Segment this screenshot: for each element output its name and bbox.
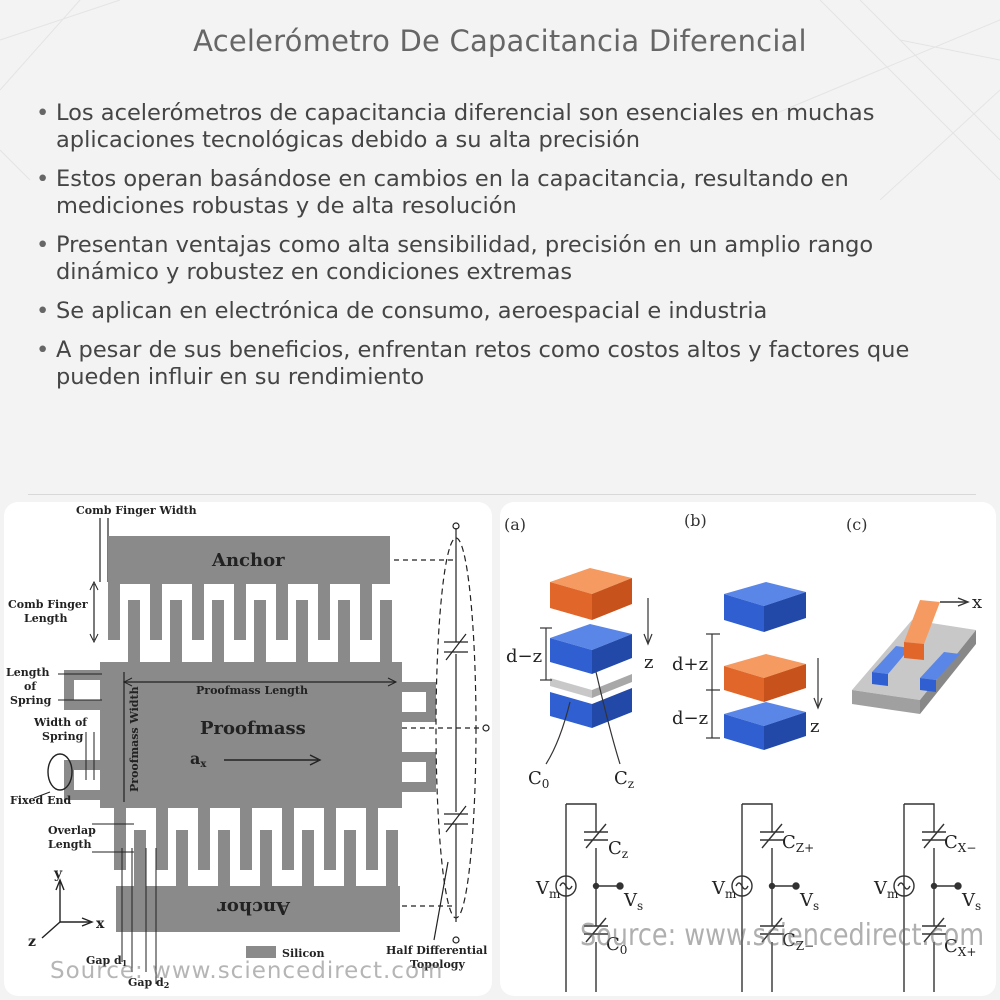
label-comb-finger-length-2: Length [24, 612, 68, 625]
proofmass-block [100, 662, 402, 808]
label-overlap-length-2: Length [48, 838, 92, 851]
label-d-plus-z: d+z [672, 654, 708, 675]
anchor-top [108, 536, 390, 584]
comb-accelerometer-diagram: Comb Finger Width Anchor Comb Finger Len… [4, 502, 492, 996]
watermark-left: Source: www.sciencedirect.com [50, 958, 444, 984]
label-anchor-bottom: Anchor [217, 897, 291, 918]
label-comb-finger-width: Comb Finger Width [76, 504, 197, 517]
proofmass-top-fingers [128, 600, 392, 662]
label-circuit-b-vs: Vs [799, 890, 819, 913]
label-fixed-end: Fixed End [10, 794, 71, 807]
label-axis-y: y [53, 866, 63, 882]
label-axis-z: z [28, 934, 36, 950]
proofmass-bottom-fingers [114, 808, 378, 870]
watermark-right: Source: www.sciencedirect.com [580, 918, 985, 953]
label-circuit-a-vs: Vs [623, 890, 643, 913]
spring-left [64, 670, 100, 800]
label-cz: Cz [614, 768, 634, 791]
label-d-minus-z-b: d−z [672, 708, 708, 729]
label-circuit-b-c1: CZ+ [782, 832, 814, 855]
bullet-list: Los acelerómetros de capacitancia difere… [30, 100, 960, 403]
label-length-of-spring-3: Spring [10, 694, 52, 707]
anchor-bottom [116, 886, 400, 932]
label-c0: C0 [528, 768, 549, 791]
label-gap-d1: Gap d1 [86, 954, 127, 968]
label-proofmass: Proofmass [200, 718, 306, 739]
label-panel-c: (c) [846, 515, 867, 534]
label-anchor-top: Anchor [211, 550, 285, 571]
label-half-differential-1: Half Differential [386, 944, 487, 957]
bullet-item: A pesar de sus beneficios, enfrentan ret… [30, 337, 960, 391]
label-axis-x: x [96, 916, 105, 932]
label-d-minus-z-a: d−z [506, 646, 542, 667]
label-x-c: x [972, 592, 982, 613]
label-silicon: Silicon [282, 947, 325, 960]
capacitor-configurations-svg: (a) (b) (c) d−z z C0 Cz [504, 511, 982, 992]
bullet-item: Los acelerómetros de capacitancia difere… [30, 100, 960, 154]
label-circuit-a-vm: Vm [535, 878, 561, 901]
comb-accelerometer-svg: Comb Finger Width Anchor Comb Finger Len… [6, 504, 490, 990]
bullet-item: Presentan ventajas como alta sensibilida… [30, 232, 960, 286]
label-gap-d2: Gap d2 [128, 976, 169, 990]
anchor-top-fingers [108, 584, 372, 640]
label-comb-finger-length-1: Comb Finger [8, 598, 88, 611]
label-circuit-c-c2: CX+ [944, 936, 976, 959]
bullet-item: Se aplican en electrónica de consumo, ae… [30, 298, 960, 325]
section-divider [28, 494, 976, 495]
label-circuit-c-vm: Vm [873, 878, 899, 901]
label-half-differential-2: Topology [410, 958, 465, 971]
half-differential-circuit [394, 522, 490, 944]
plates-b [724, 582, 806, 750]
circuit-schematics [555, 803, 962, 992]
bullet-item: Estos operan basándose en cambios en la … [30, 166, 960, 220]
label-z-b: z [810, 716, 819, 737]
label-ax: ax [190, 749, 207, 770]
capacitor-configurations-diagram: (a) (b) (c) d−z z C0 Cz [500, 502, 996, 996]
plates-a [550, 568, 632, 728]
label-circuit-b-vm: Vm [711, 878, 737, 901]
label-circuit-c-vs: Vs [961, 890, 981, 913]
label-length-of-spring-2: of [24, 680, 37, 693]
spring-right [402, 682, 436, 792]
label-proofmass-width: Proofmass Width [128, 686, 141, 792]
label-circuit-c-c1: CX− [944, 832, 976, 855]
label-proofmass-length: Proofmass Length [196, 684, 308, 697]
label-circuit-b-c2: CZ− [782, 930, 814, 953]
anchor-bottom-fingers [134, 830, 398, 886]
plates-c [852, 600, 976, 714]
page-title: Acelerómetro De Capacitancia Diferencial [193, 24, 807, 58]
label-z-a: z [644, 652, 653, 673]
axes-icon [41, 878, 94, 939]
label-circuit-a-c1: Cz [608, 838, 628, 861]
label-overlap-length-1: Overlap [48, 824, 96, 837]
silicon-legend-swatch [246, 946, 276, 958]
label-width-of-spring-1: Width of [33, 716, 88, 729]
label-width-of-spring-2: Spring [42, 730, 84, 743]
label-panel-a: (a) [504, 515, 526, 534]
label-circuit-a-c2: C0 [606, 934, 627, 957]
label-length-of-spring-1: Length [6, 666, 50, 679]
label-panel-b: (b) [684, 511, 707, 530]
